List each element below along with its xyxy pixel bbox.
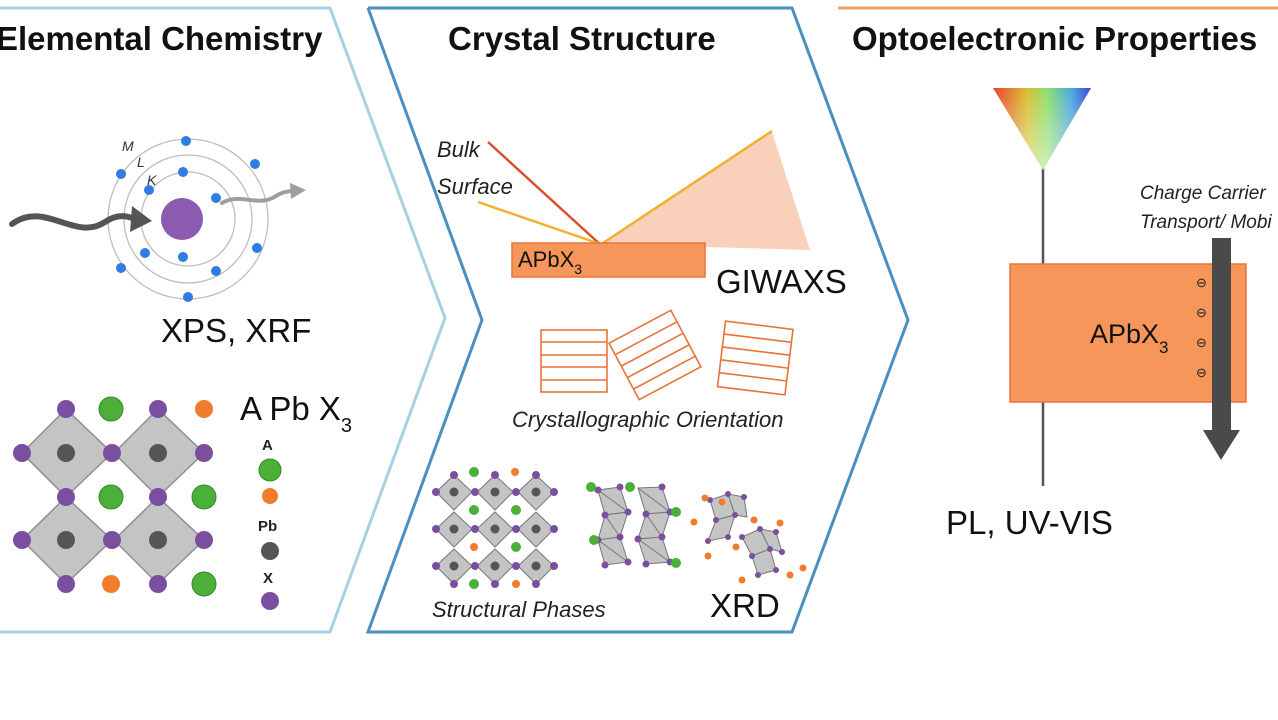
incoming-xray-arrow-icon	[9, 206, 152, 232]
giwaxs-label: GIWAXS	[716, 263, 847, 300]
panel-2-title: Crystal Structure	[448, 20, 716, 57]
phase-face-sharing	[586, 482, 681, 569]
downward-transport-arrow-icon	[1203, 238, 1240, 460]
opto-techniques-label: PL, UV-VIS	[946, 504, 1113, 541]
carrier-2: ⊖	[1196, 305, 1207, 320]
panel-3-title: Optoelectronic Properties	[852, 20, 1257, 57]
shell-label-k: K	[147, 172, 157, 188]
xrd-label: XRD	[710, 587, 780, 624]
scattering-cone	[600, 132, 810, 250]
phases-label: Structural Phases	[432, 597, 606, 622]
panel-2-chevron-border	[365, 6, 910, 634]
grain-tilted-2	[716, 320, 794, 396]
device-formula: APbX3	[1090, 319, 1169, 357]
elemental-techniques-label: XPS, XRF	[161, 312, 311, 349]
panel-1-chevron-border	[0, 6, 447, 634]
perovskite-lattice	[13, 396, 217, 597]
transport-label-line-1: Charge Carrier	[1140, 183, 1266, 204]
transport-label-line-2: Transport/ Mobi	[1140, 212, 1272, 233]
film-formula: APbX3	[518, 247, 582, 277]
legend-label-x: X	[263, 570, 273, 587]
atom-legend: A Pb X	[258, 437, 282, 610]
rainbow-light-cone-icon	[993, 88, 1091, 170]
carrier-3: ⊖	[1196, 335, 1207, 350]
shell-label-l: L	[137, 154, 145, 170]
reflected-beam	[599, 129, 773, 247]
grain-orientations	[540, 309, 794, 401]
carrier-4: ⊖	[1196, 365, 1207, 380]
carrier-1: ⊖	[1196, 275, 1207, 290]
panel-1-title: Elemental Chemistry	[0, 20, 323, 57]
phase-disordered	[690, 491, 807, 584]
panel-crystal-structure: Crystal Structure Bulk Surface APbX3 GIW…	[365, 6, 910, 634]
atom-shell-icon	[107, 136, 269, 302]
grain-horizontal	[540, 329, 608, 393]
shell-label-m: M	[122, 138, 134, 154]
grain-tilted-1	[607, 309, 703, 401]
phase-cubic	[432, 467, 558, 589]
device-film	[1009, 263, 1247, 403]
panel-elemental-chemistry: Elemental Chemistry M L K	[0, 6, 447, 634]
surface-label: Surface	[437, 174, 513, 199]
electrons	[116, 136, 262, 302]
bulk-beam	[487, 141, 604, 248]
bulk-label: Bulk	[437, 137, 481, 162]
surface-beam	[477, 200, 604, 247]
outgoing-photoelectron-arrow-icon	[220, 183, 306, 205]
legend-label-pb: Pb	[258, 518, 277, 535]
thin-film-sample	[511, 242, 706, 278]
orientation-label: Crystallographic Orientation	[512, 407, 783, 432]
nucleus	[161, 198, 203, 240]
formula-main: A Pb X3	[240, 390, 352, 437]
legend-label-a: A	[262, 437, 273, 454]
panel-optoelectronic: Optoelectronic Properties APbX3 ⊖ ⊖ ⊖ ⊖ …	[838, 6, 1278, 541]
